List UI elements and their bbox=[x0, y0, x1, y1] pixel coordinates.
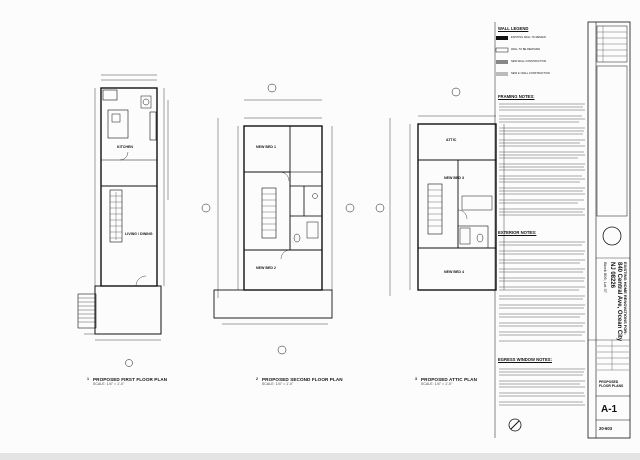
title-block-lines bbox=[587, 21, 631, 439]
wall-legend-heading: WALL LEGEND bbox=[498, 26, 529, 31]
sheet-number: A-1 bbox=[601, 404, 618, 415]
project-line-1: EXISTING HOME RENOVATIONS FOR: bbox=[623, 262, 628, 335]
project-line-3: NJ 08226 bbox=[609, 262, 615, 289]
attic-plan bbox=[375, 87, 505, 296]
caption-first-floor-scale: SCALE: 1/4" = 1'-0" bbox=[93, 382, 125, 386]
first-floor-outline bbox=[100, 87, 158, 287]
notes-column bbox=[494, 22, 585, 438]
room-label-new-bed-3: NEW BED 3 bbox=[444, 176, 464, 180]
room-label-kitchen: KITCHEN bbox=[117, 145, 133, 149]
caption-first-floor-title: PROPOSED FIRST FLOOR PLAN bbox=[93, 377, 168, 382]
caption-number-2: 2 bbox=[256, 377, 258, 381]
caption-attic-title: PROPOSED ATTIC PLAN bbox=[421, 377, 478, 382]
exterior-notes-heading: EXTERIOR NOTES: bbox=[498, 230, 537, 235]
project-number: 20-603 bbox=[599, 426, 613, 431]
project-line-4: Block 806, Lot 37 bbox=[603, 262, 608, 293]
viewer-bottom-bar bbox=[0, 453, 640, 460]
caption-number-1: 1 bbox=[87, 377, 89, 381]
framing-notes-heading: FRAMING NOTES: bbox=[498, 94, 535, 99]
egress-notes-heading: EGRESS WINDOW NOTES: bbox=[498, 357, 552, 362]
room-label-attic: ATTIC bbox=[446, 138, 457, 142]
second-floor-plan bbox=[201, 83, 355, 355]
caption-second-floor: PROPOSED SECOND FLOOR PLAN SCALE: 1/4" =… bbox=[262, 377, 343, 386]
room-label-living-dining: LIVING / DINING bbox=[125, 232, 153, 236]
caption-second-floor-title: PROPOSED SECOND FLOOR PLAN bbox=[262, 377, 343, 382]
caption-number-3: 3 bbox=[415, 377, 417, 381]
first-floor-plan bbox=[77, 74, 169, 367]
legend-existing-wall: EXISTING WALL TO REMAIN bbox=[511, 36, 546, 39]
project-title-block: EXISTING HOME RENOVATIONS FOR: 840 Centr… bbox=[602, 262, 628, 341]
caption-second-floor-scale: SCALE: 1/4" = 1'-0" bbox=[262, 382, 294, 386]
sheet-label: PROPOSED FLOOR PLANS bbox=[599, 380, 624, 388]
caption-first-floor: PROPOSED FIRST FLOOR PLAN SCALE: 1/4" = … bbox=[93, 377, 167, 386]
caption-attic-scale: SCALE: 1/4" = 1'-0" bbox=[421, 382, 453, 386]
legend-new-2x-wall: NEW 2x WALL CONSTRUCTION bbox=[511, 72, 550, 75]
legend-new-wall: NEW WALL CONSTRUCTION bbox=[511, 60, 547, 63]
attic-outline bbox=[417, 123, 497, 291]
caption-attic: PROPOSED ATTIC PLAN SCALE: 1/4" = 1'-0" bbox=[421, 377, 477, 386]
legend-wall-removed: WALL TO BE REMOVED bbox=[511, 48, 541, 51]
room-label-new-bed-2: NEW BED 2 bbox=[256, 266, 276, 270]
project-line-2: 840 Central Ave, Ocean City bbox=[616, 262, 622, 342]
room-label-new-bed-1: NEW BED 1 bbox=[256, 145, 276, 149]
room-label-new-bed-4: NEW BED 4 bbox=[444, 270, 464, 274]
